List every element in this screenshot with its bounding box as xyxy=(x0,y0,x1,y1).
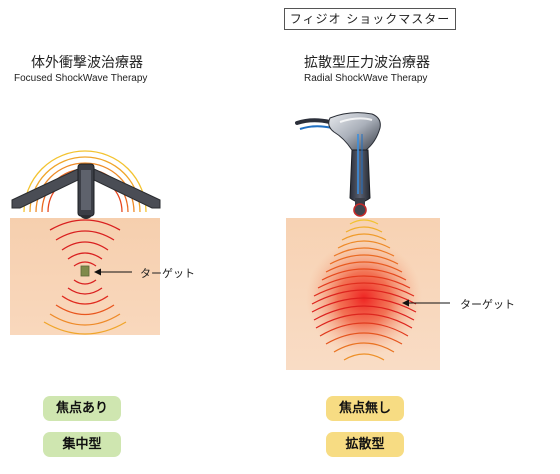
device-name-label: フィジオ ショックマスター xyxy=(284,8,456,30)
focused-title-jp: 体外衝撃波治療器 xyxy=(31,55,143,71)
radial-badge-focus: 焦点無し xyxy=(326,396,404,421)
focused-skin-block xyxy=(10,218,160,335)
focused-badge-focus: 焦点あり xyxy=(43,396,121,421)
focused-target-marker xyxy=(80,265,90,277)
focused-title-en: Focused ShockWave Therapy xyxy=(14,73,148,84)
radial-badge-type: 拡散型 xyxy=(326,432,404,457)
radial-title-en: Radial ShockWave Therapy xyxy=(304,73,428,84)
radial-title-jp: 拡散型圧力波治療器 xyxy=(304,55,430,71)
focused-badge-type: 集中型 xyxy=(43,432,121,457)
focused-target-label: ターゲット xyxy=(140,267,195,280)
radial-wave-rings xyxy=(311,219,417,361)
radial-target-label: ターゲット xyxy=(460,298,515,311)
radial-handpiece xyxy=(295,112,381,217)
